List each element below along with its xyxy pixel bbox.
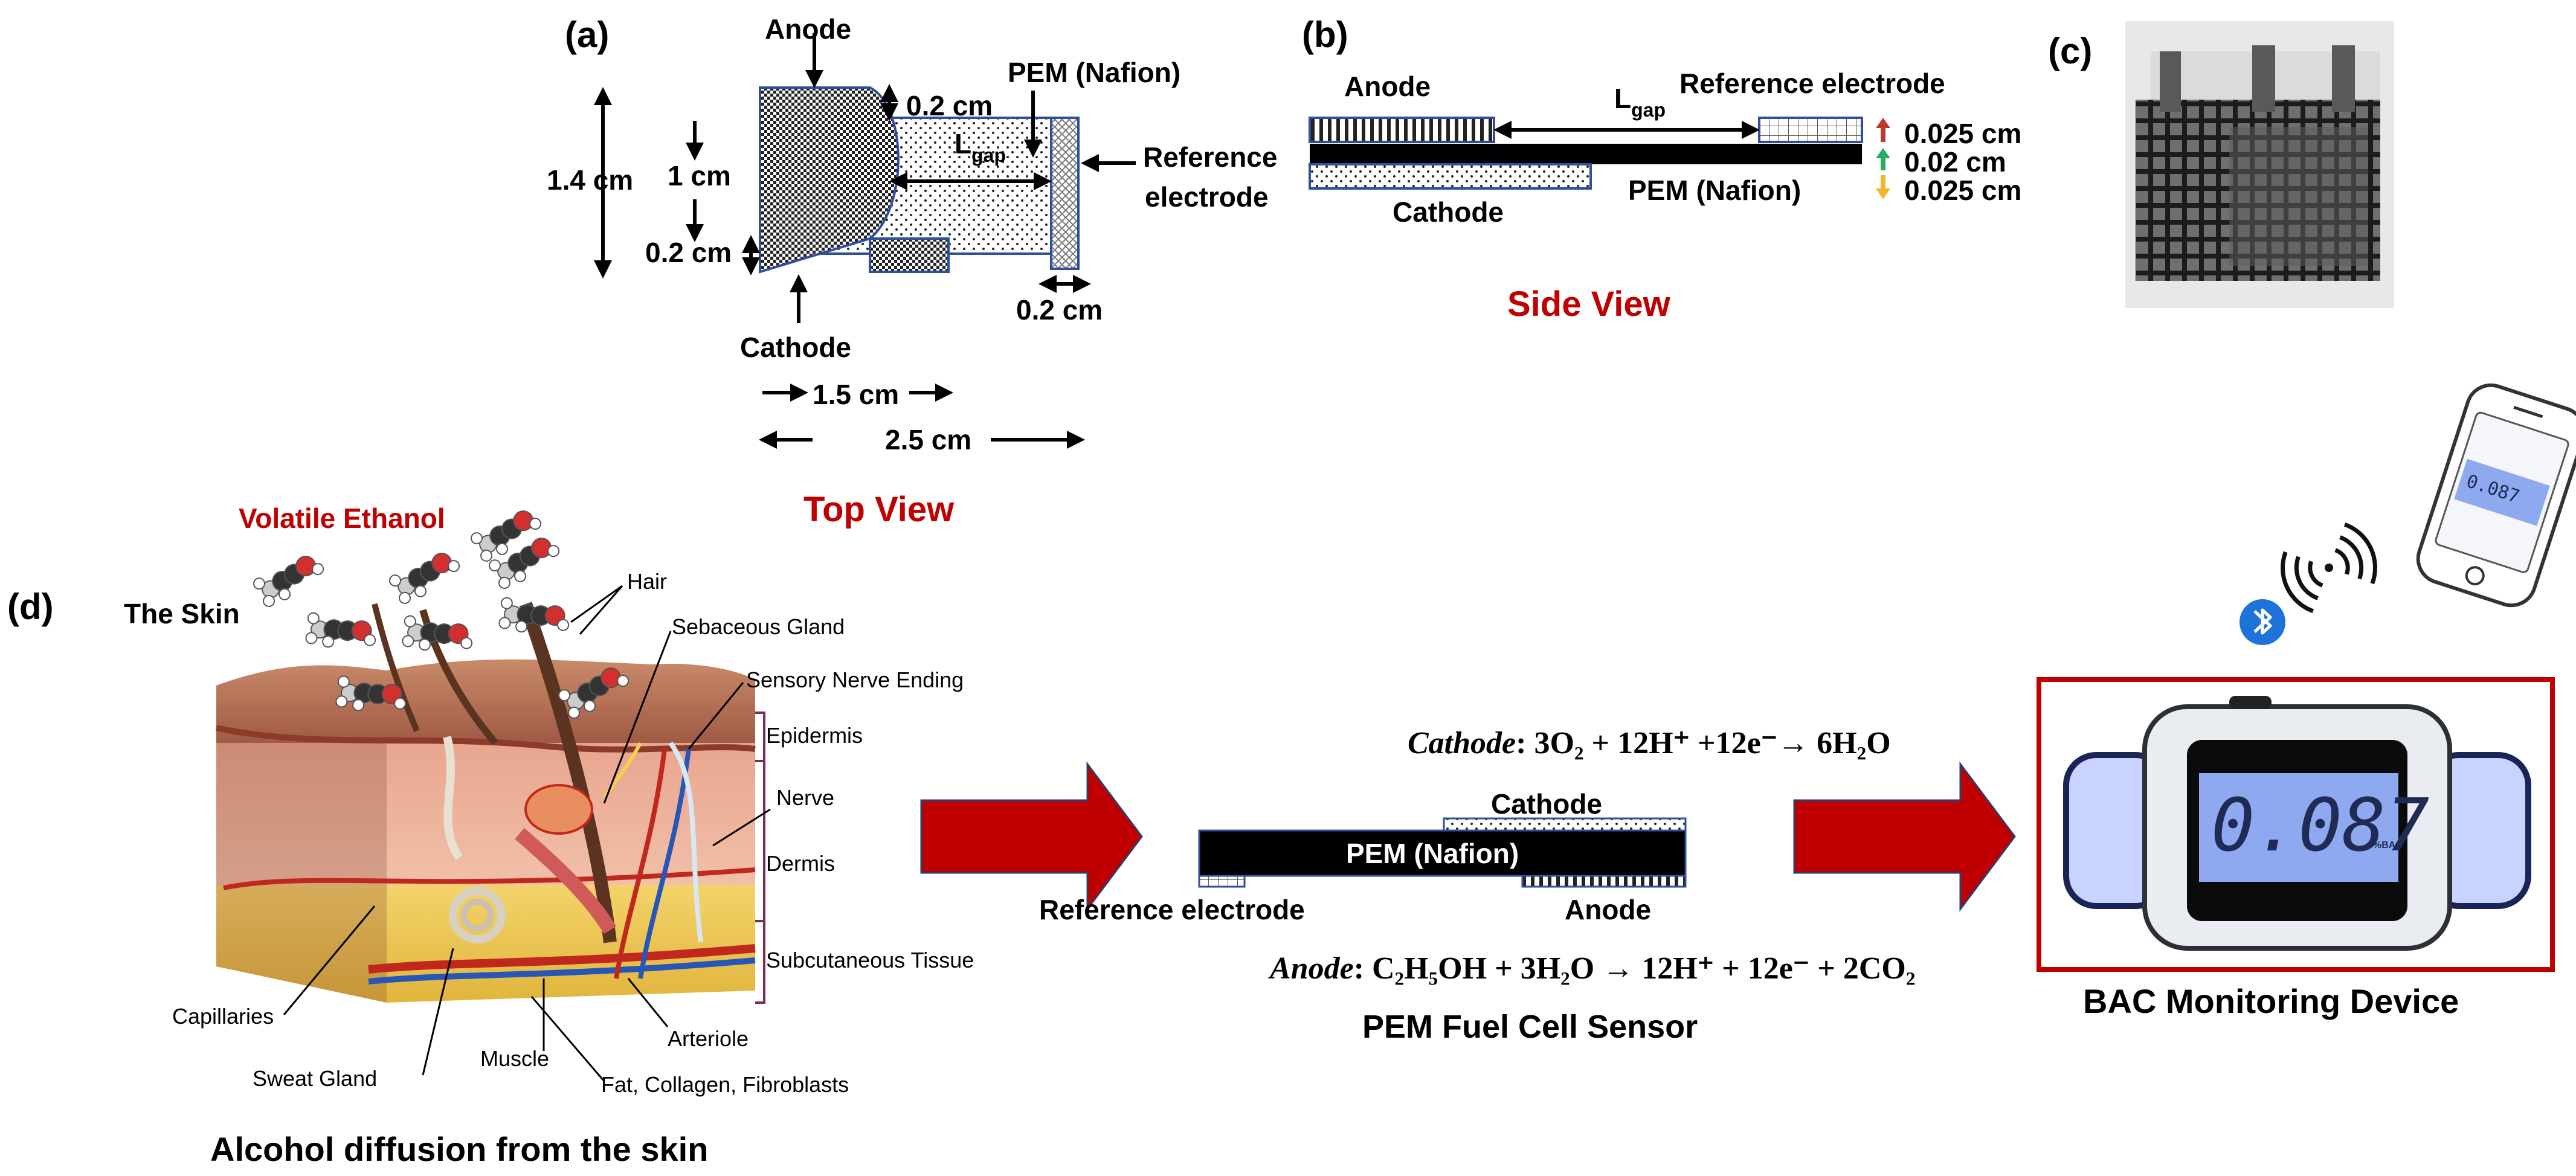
cathode-layer-side [1309,163,1592,190]
sensor-anode-layer [1521,875,1687,888]
smartphone [2416,383,2576,608]
skin-title: The Skin [124,598,240,629]
wireless-signal-icon [2281,522,2377,614]
ethanol-molecule [335,675,407,712]
skin-label-sweat: Sweat Gland [253,1066,378,1091]
cathode-eq-label: Cathode [1408,726,1516,760]
ethanol-molecule [305,612,376,648]
pem-fuel-cell-sensor [1198,817,1687,888]
cathode-extension [869,237,950,273]
sensor-cathode-layer [1443,817,1687,832]
panel-a-tag: (a) [565,14,610,55]
phone-screen [2454,458,2550,526]
panel-a-ref-label-2: electrode [1145,181,1269,213]
skin-label-sensory: Sensory Nerve Ending [746,667,964,692]
skin-label-nerve: Nerve [776,785,835,810]
skin-illustration [215,585,771,1082]
top-view-title: Top View [803,490,955,529]
thickness-3: 0.025 cm [1904,175,2022,206]
dim-width-total: 2.5 cm [885,424,972,455]
skin-label-arteriole: Arteriole [668,1026,749,1051]
skin-label-hair: Hair [627,569,668,594]
dim-thickness-bottom: 0.2 cm [645,237,732,268]
sensor-pem-label: PEM (Nafion) [1346,838,1519,869]
skin-label-fat: Fat, Collagen, Fibroblasts [601,1072,849,1097]
ethanol-molecule [471,510,542,562]
skin-label-muscle: Muscle [480,1046,550,1071]
anode-eq-body: : C₂H₅OH + 3H₂O → 12H⁺ + 12e⁻ + 2CO₂ [1353,951,1916,986]
skin-label-capillaries: Capillaries [172,1004,274,1029]
dim-width-electrode: 1.5 cm [813,379,900,410]
panel-b-pem-label: PEM (Nafion) [1628,175,1802,206]
ethanol-molecule [402,615,473,651]
cathode-equation: Cathode: 3O₂ + 12H⁺ +12e⁻→ 6H₂O [1408,728,1891,759]
panel-a-cathode-label: Cathode [740,332,851,363]
watch-unit: %BAC [2373,840,2403,850]
sensor-caption: PEM Fuel Cell Sensor [1362,1009,1698,1045]
ethanol-molecule [498,597,570,633]
flow-arrow-1 [920,761,1143,912]
lgap-label-side: Lgap [1614,85,1666,120]
sensor-reference-layer [1198,875,1246,888]
electrode-tab-mid [2252,45,2275,112]
electrode-block [759,86,900,274]
ethanol-molecule [389,553,460,604]
thickness-1: 0.025 cm [1904,118,2022,149]
volatile-ethanol-label: Volatile Ethanol [239,503,445,534]
dim-ref-width: 0.2 cm [1016,294,1103,326]
dim-thickness-top: 0.2 cm [906,90,993,121]
anode-layer-side [1309,117,1495,143]
sensor-reference-label: Reference electrode [1039,894,1305,925]
ethanol-molecules [253,510,630,719]
skin-label-subcutaneous: Subcutaneous Tissue [766,948,974,972]
side-view-title: Side View [1507,284,1670,324]
skin-label-epidermis: Epidermis [766,723,863,748]
pem-layer-side [1310,144,1862,164]
anode-eq-label: Anode [1270,951,1354,986]
electrode-tab-right [2332,45,2355,112]
panel-b-drawing [1309,117,1890,199]
watch-screen [2199,773,2398,882]
panel-c-tag: (c) [2048,31,2093,71]
lgap-label-top: Lgap [955,130,1006,165]
ethanol-molecule [558,667,630,719]
reference-electrode-top [1050,117,1080,270]
ethanol-molecule [253,556,324,607]
lgap-sub-top: gap [971,144,1006,166]
watch-reading: 0.087 [2211,784,2430,868]
electrode-tab-left [2160,51,2181,112]
device-caption: BAC Monitoring Device [2083,982,2459,1020]
dim-height-electrode: 1 cm [668,160,731,191]
lgap-main-top: L [955,128,972,159]
lgap-main-side: L [1614,83,1632,114]
ethanol-molecule [489,538,560,589]
dim-height-total: 1.4 cm [547,164,634,196]
panel-a-drawing [594,33,1136,449]
reference-layer-side [1758,117,1863,143]
bluetooth-icon [2240,599,2285,645]
panel-c-photo [2125,21,2394,308]
diffusion-caption: Alcohol diffusion from the skin [210,1130,709,1168]
panel-a-anode-label: Anode [765,13,852,45]
sensor-anode-label: Anode [1565,894,1652,925]
skin-label-dermis: Dermis [766,851,835,876]
lgap-sub-side: gap [1631,99,1666,121]
bac-device [2037,677,2555,972]
sensor-pem-layer [1198,829,1687,877]
panel-d-tag: (d) [7,586,54,627]
thickness-2: 0.02 cm [1904,146,2006,178]
panel-b-tag: (b) [1302,14,1348,55]
anode-equation: Anode: C₂H₅OH + 3H₂O → 12H⁺ + 12e⁻ + 2CO… [1270,953,1915,985]
panel-a-pem-label: PEM (Nafion) [1008,57,1181,88]
panel-b-ref-label: Reference electrode [1679,68,1945,99]
panel-a-ref-label-1: Reference [1143,141,1278,173]
flow-arrow-2 [1793,761,2016,912]
cathode-eq-body: : 3O₂ + 12H⁺ +12e⁻→ 6H₂O [1516,726,1891,760]
panel-b-anode-label: Anode [1344,71,1431,102]
skin-label-sebaceous: Sebaceous Gland [672,614,845,639]
panel-b-cathode-label: Cathode [1393,196,1504,228]
sensor-cathode-label: Cathode [1491,788,1602,820]
